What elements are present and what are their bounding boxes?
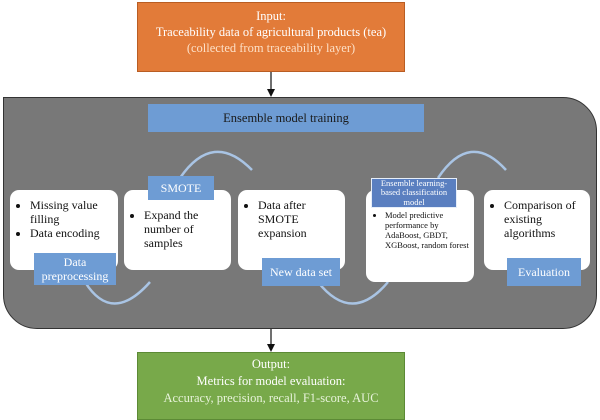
input-description: Traceability data of agricultural produc…	[155, 25, 387, 39]
output-subheading: Metrics for model evaluation:	[196, 374, 346, 388]
step-label-new-data: New data set	[262, 258, 340, 286]
step-bullet: Comparison of existing algorithms	[504, 198, 584, 240]
step-label-evaluation: Evaluation	[507, 258, 581, 286]
step-bullet: Model predictive performance by AdaBoost…	[385, 210, 469, 250]
output-metrics: Accuracy, precision, recall, F1-score, A…	[163, 391, 379, 405]
input-source: (collected from traceability layer)	[186, 41, 356, 55]
connector-3-4	[317, 281, 389, 305]
connector-4-5	[436, 150, 507, 179]
step-card-preprocessing: Missing value filling Data encoding	[10, 190, 118, 270]
arrow-input-to-training	[267, 72, 275, 97]
step-label-smote: SMOTE	[148, 176, 214, 200]
step-card-new-data: Data after SMOTE expansion	[238, 190, 345, 270]
arrow-training-to-output	[267, 329, 275, 352]
output-heading: Output:	[251, 357, 291, 371]
input-heading: Input:	[256, 9, 286, 23]
connector-1-2	[83, 281, 151, 305]
training-title: Ensemble model training	[148, 104, 424, 132]
output-box: Output: Metrics for model evaluation: Ac…	[137, 352, 405, 420]
step-label-preprocessing: Data preprocessing	[34, 253, 116, 285]
step-bullet: Data encoding	[30, 226, 112, 240]
input-box: Input: Traceability data of agricultural…	[137, 2, 405, 72]
step-label-ensemble: Ensemble learning-based classification m…	[371, 178, 457, 208]
connector-2-3	[178, 150, 253, 179]
step-bullet: Data after SMOTE expansion	[258, 198, 339, 240]
step-card-evaluation: Comparison of existing algorithms	[484, 190, 590, 270]
step-bullet: Missing value filling	[30, 198, 112, 226]
step-card-smote: Expand the number of samples	[124, 190, 231, 270]
step-bullet: Expand the number of samples	[144, 208, 225, 250]
